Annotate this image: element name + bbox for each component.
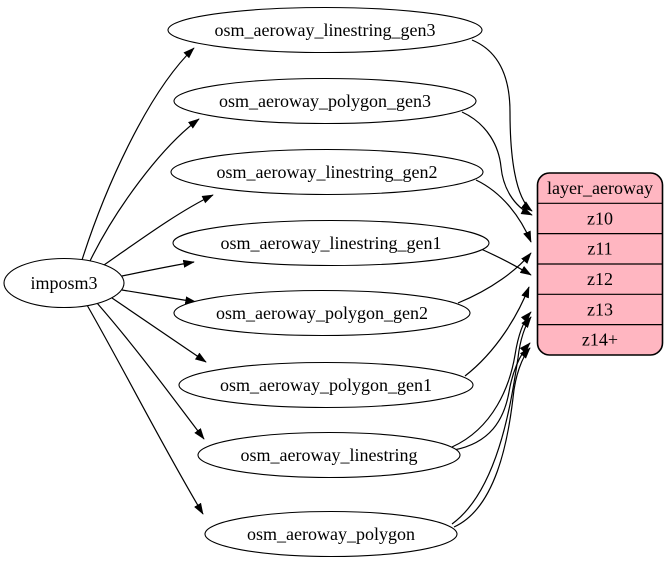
node-osm-aeroway-linestring-gen3: osm_aeroway_linestring_gen3 <box>167 6 483 54</box>
table-ellipse <box>173 77 477 125</box>
edge-linestring-gen1-to-z12 <box>480 248 532 276</box>
edge-polygon-gen1-to-z12 <box>464 286 530 377</box>
layer-row-z14plus: z14+ <box>582 330 618 350</box>
table-label: osm_aeroway_polygon_gen3 <box>219 91 431 111</box>
table-label: osm_aeroway_polygon_gen2 <box>216 303 428 323</box>
node-osm-aeroway-polygon-gen3: osm_aeroway_polygon_gen3 <box>173 77 477 125</box>
edges-source-to-tables <box>81 47 214 515</box>
node-osm-aeroway-polygon: osm_aeroway_polygon <box>204 510 458 558</box>
node-osm-aeroway-linestring-gen1: osm_aeroway_linestring_gen1 <box>172 219 490 267</box>
node-osm-aeroway-polygon-gen1: osm_aeroway_polygon_gen1 <box>178 361 474 409</box>
table-label: osm_aeroway_polygon_gen1 <box>220 375 432 395</box>
table-label: osm_aeroway_polygon <box>247 524 415 544</box>
edge-linestring-gen2-to-z11 <box>475 179 532 243</box>
table-ellipse <box>173 289 471 337</box>
edge-imposm3-to-polygon-gen2 <box>121 289 197 305</box>
table-ellipse <box>204 510 458 558</box>
edge-imposm3-to-linestring-gen3 <box>81 47 195 261</box>
edge-imposm3-to-linestring-gen1 <box>121 259 195 277</box>
table-label: osm_aeroway_linestring_gen2 <box>217 162 438 182</box>
edge-polygon-to-z13 <box>451 316 532 525</box>
edge-imposm3-to-polygon <box>86 304 204 515</box>
table-ellipse <box>167 6 483 54</box>
edge-polygon-gen2-to-z11 <box>457 252 532 304</box>
edge-linestring-gen3-to-z10 <box>471 39 533 212</box>
imposm3-ellipse <box>3 257 125 309</box>
node-imposm3: imposm3 <box>3 257 125 309</box>
layer-row-z11: z11 <box>587 239 612 259</box>
layer-row-z12: z12 <box>587 269 613 289</box>
table-ellipse <box>197 431 461 479</box>
table-label: osm_aeroway_linestring <box>241 445 418 465</box>
table-label: osm_aeroway_linestring_gen3 <box>215 20 436 40</box>
edge-imposm3-to-linestring-gen2 <box>103 194 214 266</box>
edges-tables-to-layer <box>451 39 533 528</box>
imposm3-label: imposm3 <box>30 273 97 293</box>
node-layer-aeroway: layer_aeroway z10 z11 z12 z13 z14+ <box>536 172 664 356</box>
table-ellipse <box>170 148 484 196</box>
edge-polygon-gen3-to-z10 <box>461 111 533 216</box>
edge-imposm3-to-polygon-gen1 <box>111 297 207 363</box>
node-osm-aeroway-linestring-gen2: osm_aeroway_linestring_gen2 <box>170 148 484 196</box>
table-ellipse <box>178 361 474 409</box>
node-osm-aeroway-linestring: osm_aeroway_linestring <box>197 431 461 479</box>
edge-polygon-to-z14 <box>453 347 531 528</box>
edge-imposm3-to-linestring <box>96 302 205 440</box>
table-label: osm_aeroway_linestring_gen1 <box>221 233 442 253</box>
edge-imposm3-to-polygon-gen3 <box>89 118 200 262</box>
layer-aeroway-title: layer_aeroway <box>547 178 653 198</box>
table-ellipse <box>172 219 490 267</box>
layer-row-z10: z10 <box>587 209 613 229</box>
node-osm-aeroway-polygon-gen2: osm_aeroway_polygon_gen2 <box>173 289 471 337</box>
layer-row-z13: z13 <box>587 300 613 320</box>
